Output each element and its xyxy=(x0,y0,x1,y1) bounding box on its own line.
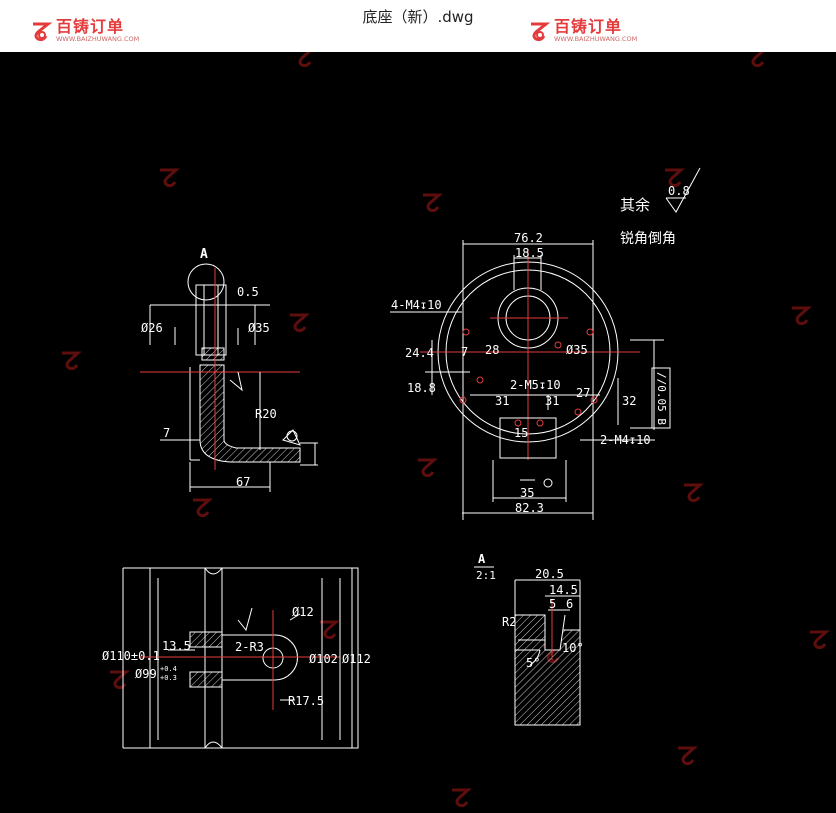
dim-top-32: 32 xyxy=(622,394,636,408)
dim-front-99-lower: +0.3 xyxy=(160,674,177,682)
dim-detail-145: 14.5 xyxy=(549,583,578,597)
note-chamfer: 锐角倒角 xyxy=(620,231,676,247)
dim-detail-5deg: 5° xyxy=(526,656,540,670)
watermark-url: WWW.BAIZHUWANG.COM xyxy=(554,35,638,43)
window-title: 底座（新）.dwg xyxy=(362,8,474,26)
dim-top-28: 28 xyxy=(485,343,499,357)
dim-side-7: 7 xyxy=(163,426,170,440)
dim-top-31a: 31 xyxy=(495,394,509,408)
dim-top-244: 24.4 xyxy=(405,346,434,360)
dim-front-112: Ø112 xyxy=(342,652,371,666)
dim-side-05: 0.5 xyxy=(237,285,259,299)
dim-detail-5: 5 xyxy=(549,597,556,611)
watermark-brand: 百铸订单 xyxy=(56,17,125,36)
dim-detail-6: 6 xyxy=(566,597,573,611)
dim-top-185: 18.5 xyxy=(515,246,544,260)
dim-front-99-upper: +0.4 xyxy=(160,665,177,673)
dim-top-m5: 2-M5↧10 xyxy=(510,378,561,392)
section-label-a: A xyxy=(200,247,208,262)
dim-top-762: 76.2 xyxy=(514,231,543,245)
front-view[interactable]: Ø110±0.1 Ø99 +0.4 +0.3 13.5 2-R3 Ø12 Ø10… xyxy=(102,567,371,749)
dim-side-26: Ø26 xyxy=(141,321,163,335)
dim-front-110: Ø110±0.1 xyxy=(102,649,160,663)
dim-detail-r2: R2 xyxy=(502,615,516,629)
dim-top-35b: 35 xyxy=(520,486,534,500)
dim-top-27: 27 xyxy=(576,386,590,400)
dim-side-35: Ø35 xyxy=(248,321,270,335)
watermark-icon xyxy=(33,22,52,41)
top-view[interactable]: 76.2 18.5 4-M4↧10 24.4 7 18.8 28 Ø35 2-M… xyxy=(390,231,671,520)
dim-front-135: 13.5 xyxy=(162,639,191,653)
dim-top-823: 82.3 xyxy=(515,501,544,515)
roughness-value: 0.8 xyxy=(668,184,690,198)
dim-front-12: Ø12 xyxy=(292,605,314,619)
watermark-icon xyxy=(531,22,550,41)
dim-top-15: 15 xyxy=(514,426,528,440)
canvas-watermarks xyxy=(60,48,828,808)
dim-detail-205: 20.5 xyxy=(535,567,564,581)
dim-front-r3: 2-R3 xyxy=(235,640,264,654)
dim-top-m4a: 4-M4↧10 xyxy=(391,298,442,312)
dim-top-31b: 31 xyxy=(545,394,559,408)
dim-top-188: 18.8 xyxy=(407,381,436,395)
dim-top-tolerance: //0.05 B xyxy=(655,372,668,425)
dim-top-m4b: 2-M4↧10 xyxy=(600,433,651,447)
side-view[interactable]: A 0.5 Ø26 Ø35 R20 7 67 xyxy=(140,247,318,492)
watermark-brand: 百铸订单 xyxy=(554,17,623,36)
dim-front-r175: R17.5 xyxy=(288,694,324,708)
watermark-url: WWW.BAIZHUWANG.COM xyxy=(56,35,140,43)
dim-front-102: Ø102 xyxy=(309,652,338,666)
cad-drawing[interactable]: 其余 锐角倒角 0.8 A 0.5 Ø26 Ø35 xyxy=(0,48,836,809)
dim-top-35: Ø35 xyxy=(566,343,588,357)
detail-scale: 2:1 xyxy=(476,569,496,582)
surface-notes: 其余 锐角倒角 0.8 xyxy=(620,167,701,247)
note-remaining: 其余 xyxy=(620,196,650,214)
dim-side-67: 67 xyxy=(236,475,250,489)
cad-canvas[interactable]: 其余 锐角倒角 0.8 A 0.5 Ø26 Ø35 xyxy=(0,48,836,809)
detail-label: A xyxy=(478,552,486,566)
dim-top-7: 7 xyxy=(461,345,468,359)
dim-detail-10deg: 10° xyxy=(562,641,584,655)
dim-front-99: Ø99 xyxy=(135,667,157,681)
dim-side-r20: R20 xyxy=(255,407,277,421)
detail-view[interactable]: A 2:1 20.5 14.5 5 6 R2 10° 5° xyxy=(474,552,584,726)
